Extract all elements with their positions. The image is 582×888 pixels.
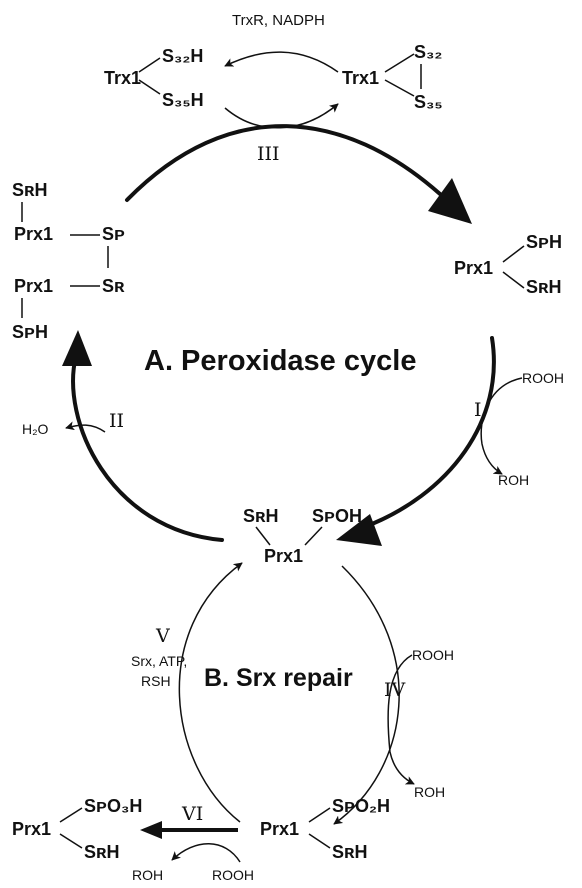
step-iv-label: IV [384, 679, 406, 701]
arrow-step-vi-rooh [171, 843, 241, 863]
trx1-reduced-s35: S₃₅H [162, 90, 204, 110]
title-srx-repair: B. Srx repair [204, 664, 353, 692]
arrow-step-iv [333, 565, 400, 825]
sulfonic-sr: SʀH [84, 842, 120, 862]
species-prx1-reduced: Prx1 SᴘH SʀH [454, 232, 562, 297]
arrowhead-top [428, 178, 472, 224]
species-prx1-dimer: SʀH Prx1 Sᴘ Sʀ Prx1 SᴘH [12, 180, 125, 342]
step-v-label: V [155, 625, 170, 647]
species-prx1-sulfinic: Prx1 SᴘO₂H SʀH [260, 796, 390, 862]
reagent-trxr-nadph: TrxR, NADPH [232, 12, 325, 29]
dimer-bottom-sp: SᴘH [12, 322, 48, 342]
sulfinic-name: Prx1 [260, 819, 299, 839]
reagent-rooh-step-vi: ROOH [212, 867, 254, 883]
arrow-step-iv-rooh [387, 654, 415, 785]
trx1-oxidized-s32: S₃₂ [414, 42, 442, 62]
dimer-sp: Sᴘ [102, 224, 125, 244]
reagent-roh-step-vi: ROH [132, 867, 163, 883]
reagent-srx-atp: Srx, ATP, [131, 653, 187, 669]
thin-arrows [65, 51, 523, 863]
reagent-rooh-step-iv: ROOH [412, 647, 454, 663]
prx1-reduced-sp: SᴘH [526, 232, 562, 252]
step-iii-label: III [257, 143, 280, 165]
species-trx1-oxidized: Trx1 S₃₂ S₃₅ [342, 42, 443, 112]
reagent-rsh: RSH [141, 673, 171, 689]
arrow-step-i-rooh [480, 377, 523, 475]
species-prx1-sulfenic: SʀH SᴘOH Prx1 [243, 506, 362, 566]
sulfonic-sp: SᴘO₃H [84, 796, 142, 816]
reagent-h2o: H₂O [22, 421, 49, 437]
arrowhead-left [62, 330, 92, 366]
arrow-top-arc [125, 124, 442, 202]
prx1-reduced-sr: SʀH [526, 277, 562, 297]
step-vi-arrow [140, 821, 238, 839]
main-cycle-arrows [71, 124, 496, 542]
dimer-upper-name: Prx1 [14, 224, 53, 244]
arrowhead-right [336, 514, 382, 546]
arrow-trxr [224, 51, 339, 73]
dimer-lower-name: Prx1 [14, 276, 53, 296]
trx1-oxidized-s35: S₃₅ [414, 92, 443, 112]
reagent-roh-step-iv: ROH [414, 784, 445, 800]
arrow-right-arc [360, 336, 496, 530]
prx1-reduced-name: Prx1 [454, 258, 493, 278]
main-cycle-arrowheads [62, 178, 472, 546]
bond-lines [21, 53, 525, 849]
title-peroxidase-cycle: A. Peroxidase cycle [144, 345, 416, 377]
dimer-sr: Sʀ [102, 276, 125, 296]
sulfonic-name: Prx1 [12, 819, 51, 839]
sulfenic-sp: SᴘOH [312, 506, 362, 526]
species-trx1-reduced: Trx1 S₃₂H S₃₅H [104, 46, 204, 110]
step-vi-label: VI [181, 803, 203, 825]
arrow-bottom-left-arc [71, 354, 224, 542]
sulfenic-sr: SʀH [243, 506, 279, 526]
sulfenic-name: Prx1 [264, 546, 303, 566]
reagent-rooh-step-i: ROOH [522, 370, 564, 386]
trx1-oxidized-name: Trx1 [342, 68, 379, 88]
dimer-top-sr: SʀH [12, 180, 48, 200]
trx1-reduced-s32: S₃₂H [162, 46, 203, 66]
step-ii-label: II [109, 410, 124, 432]
step-i-label: I [474, 399, 482, 421]
reagent-roh-step-i: ROH [498, 472, 529, 488]
arrow-step-v [178, 562, 243, 823]
arrow-trx-step-iii [224, 103, 339, 129]
sulfinic-sp: SᴘO₂H [332, 796, 390, 816]
species-prx1-sulfonic: Prx1 SᴘO₃H SʀH [12, 796, 142, 862]
sulfinic-sr: SʀH [332, 842, 368, 862]
trx1-reduced-name: Trx1 [104, 68, 141, 88]
arrow-step-ii-h2o [65, 421, 106, 433]
